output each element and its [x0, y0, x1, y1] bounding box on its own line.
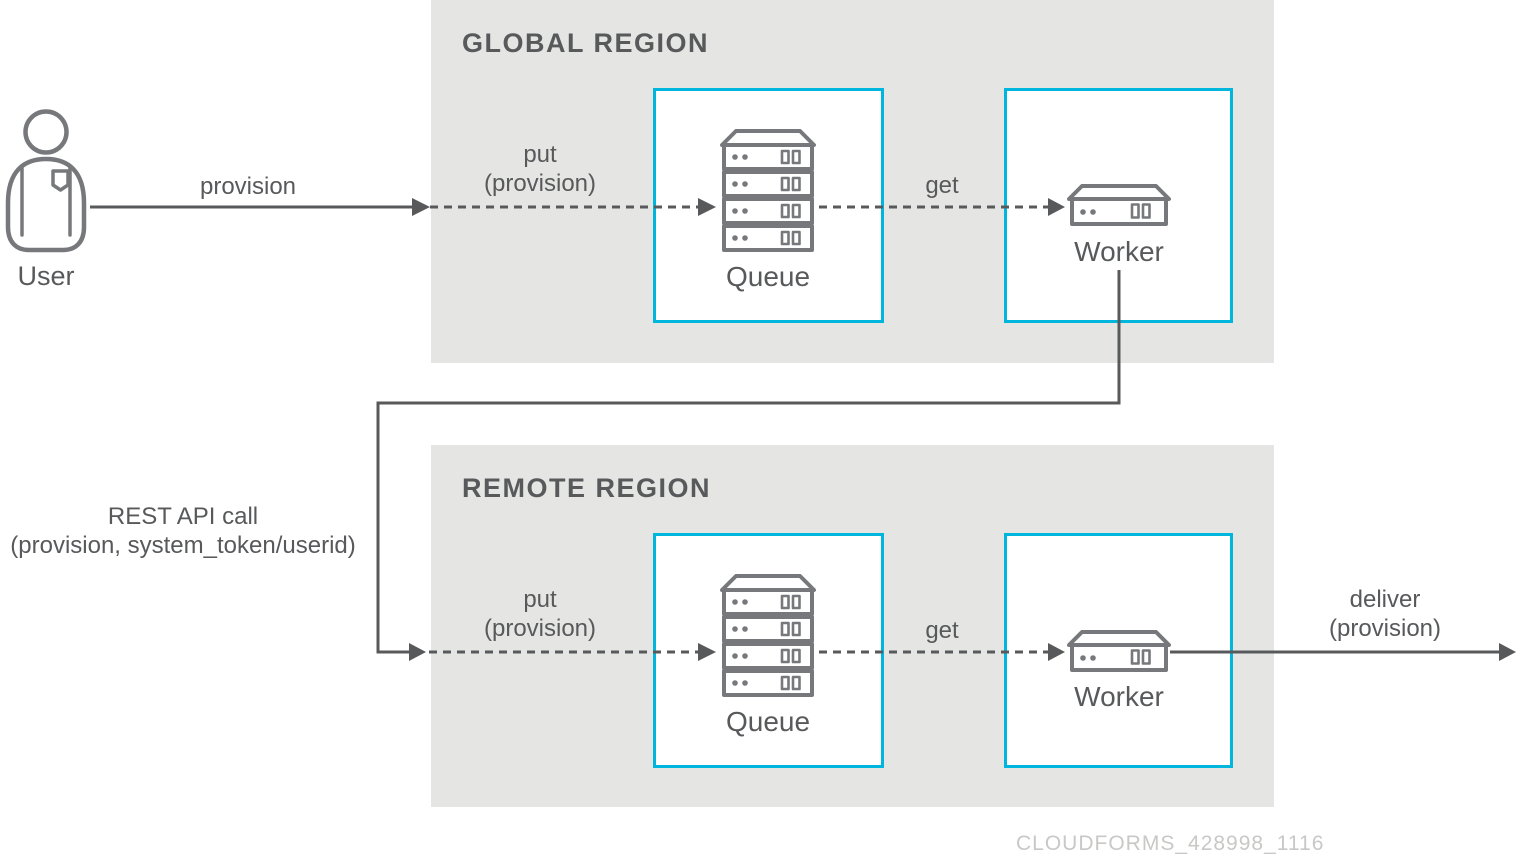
worker-icon-remote [1067, 630, 1171, 672]
get-global-edge-label: get [925, 172, 959, 199]
region-remote-title: REMOTE REGION [462, 473, 712, 503]
put-remote-line2: (provision) [483, 615, 597, 642]
rest-api-edge-label: REST API call (provision, system_token/u… [10, 502, 355, 560]
deliver-line1: deliver [1349, 586, 1421, 613]
get-remote-edge-label: get [925, 617, 959, 644]
region-global-title: GLOBAL REGION [462, 28, 710, 58]
watermark-text: CLOUDFORMS_428998_1116 [1016, 832, 1325, 855]
put-remote-line1: put [523, 586, 557, 613]
provision-edge-label: provision [199, 173, 297, 200]
worker-remote-label: Worker [1074, 681, 1164, 712]
worker-global-label: Worker [1074, 236, 1164, 267]
deliver-edge-label: deliver (provision) [1329, 585, 1441, 643]
put-global-line1: put [523, 141, 557, 168]
rest-api-line1: REST API call [107, 503, 259, 530]
queue-remote-label: Queue [725, 706, 811, 737]
queue-global-label: Queue [725, 261, 811, 292]
user-icon [5, 109, 87, 253]
rest-api-line2: (provision, system_token/userid) [10, 532, 356, 559]
queue-icon-remote [720, 574, 816, 697]
worker-icon-global [1067, 184, 1171, 226]
queue-icon-global [720, 129, 816, 252]
put-global-line2: (provision) [483, 170, 597, 197]
put-global-edge-label: put (provision) [484, 140, 596, 198]
put-remote-edge-label: put (provision) [484, 585, 596, 643]
user-label: User [17, 261, 75, 291]
deliver-line2: (provision) [1328, 615, 1442, 642]
